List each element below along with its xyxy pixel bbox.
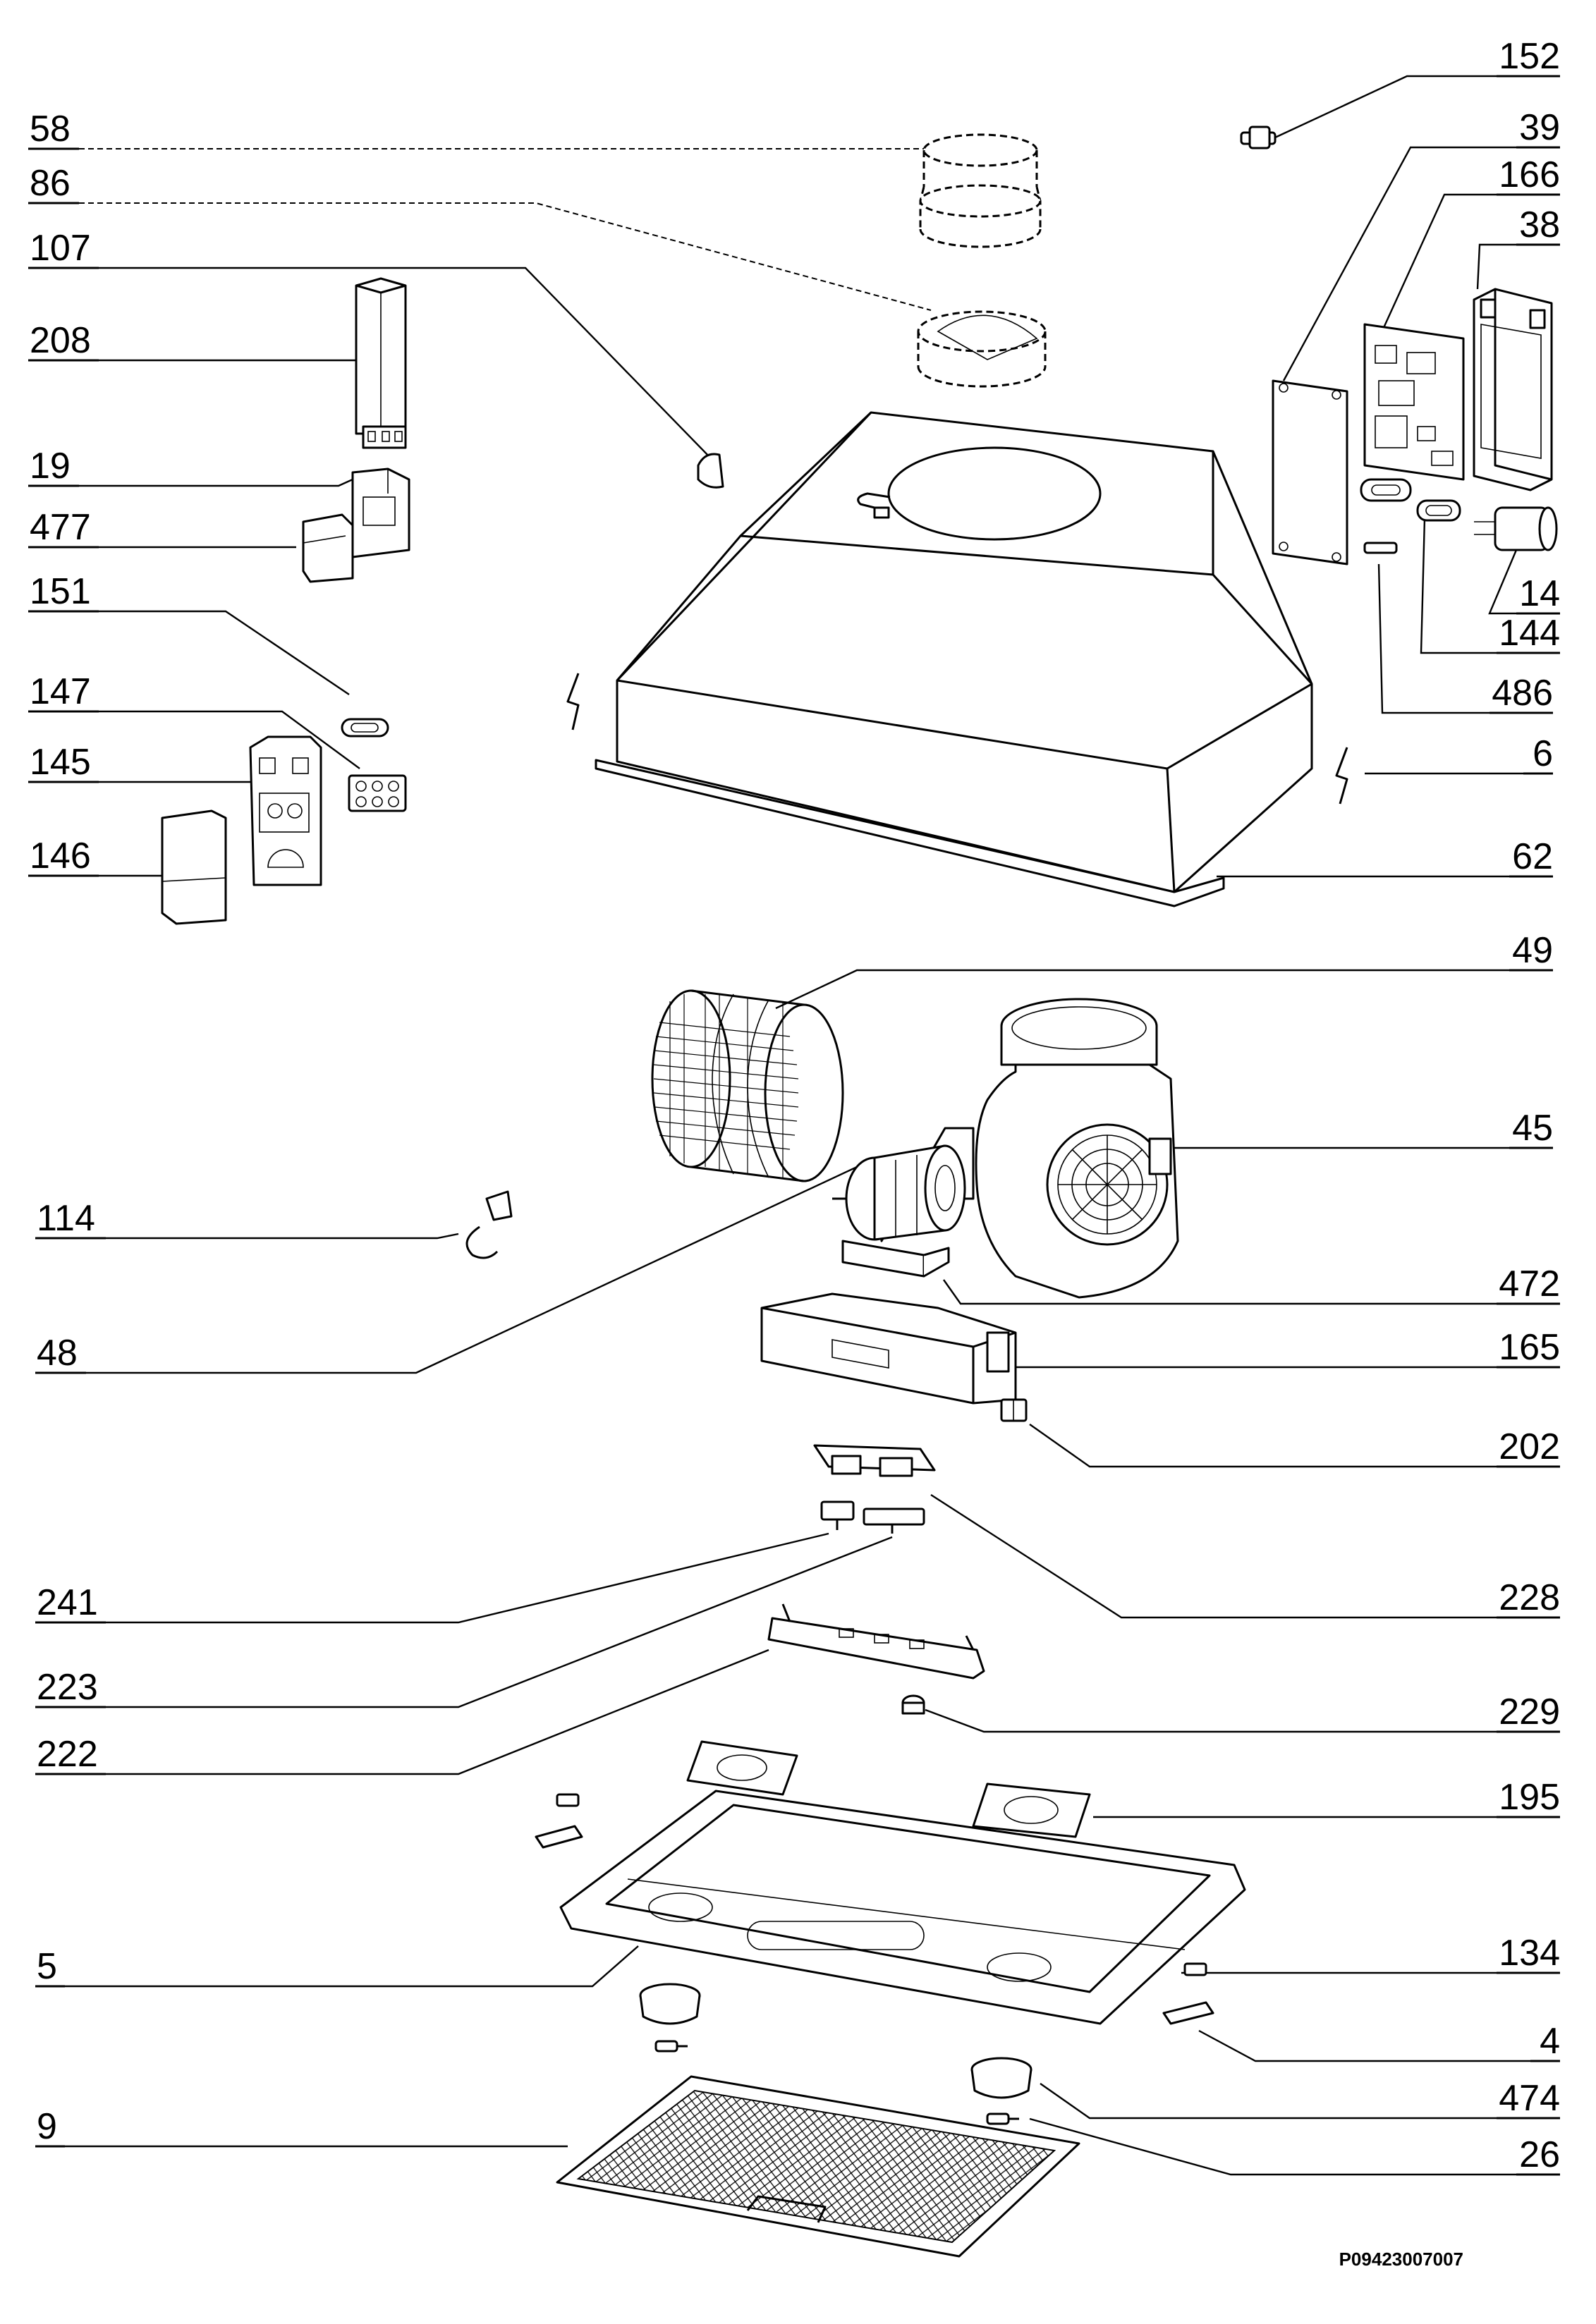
part-49-impeller: [651, 989, 844, 1182]
part-195-lamp-holder: [686, 1740, 1091, 1838]
part-208-transformer: [355, 277, 407, 449]
callout-208: 208: [30, 320, 91, 361]
part-223-button-strip: [863, 1507, 925, 1534]
callout-152: 152: [1499, 36, 1560, 77]
part-19-terminal-cover: [351, 467, 410, 558]
callout-49: 49: [1512, 930, 1553, 971]
callout-477: 477: [30, 507, 91, 548]
callout-62: 62: [1512, 836, 1553, 877]
callout-202: 202: [1499, 1426, 1560, 1467]
callout-228: 228: [1499, 1577, 1560, 1618]
part-62-hood-body: [595, 411, 1313, 907]
callout-146: 146: [30, 836, 91, 876]
callout-38: 38: [1519, 204, 1560, 245]
part-6-clip: [566, 673, 1348, 805]
part-147-terminal-block: [348, 774, 407, 812]
callout-26: 26: [1519, 2134, 1560, 2175]
leader-lines: [65, 75, 1530, 2176]
part-241-button: [820, 1500, 855, 1530]
callout-39: 39: [1519, 107, 1560, 148]
part-152-clip: [1240, 126, 1277, 149]
part-146-cover: [161, 809, 227, 925]
part-145-switch-holder: [249, 735, 322, 886]
callout-222: 222: [37, 1734, 98, 1775]
part-4-clip: [1162, 2001, 1214, 2025]
callout-241: 241: [37, 1582, 98, 1623]
callout-147: 147: [30, 671, 91, 712]
callout-4: 4: [1540, 2021, 1560, 2062]
callout-223: 223: [37, 1667, 98, 1708]
drawing-code: P09423007007: [1339, 2249, 1463, 2270]
callout-151: 151: [30, 571, 91, 612]
part-202-switch: [1000, 1398, 1028, 1422]
callout-114: 114: [37, 1198, 95, 1239]
callout-472: 472: [1499, 1264, 1560, 1304]
part-14-capacitor: [1474, 506, 1558, 551]
part-107-clip: [697, 453, 724, 489]
callout-labels: 58 86 107 208 19 477 151 147 145 146 114…: [28, 36, 1560, 2270]
callout-486: 486: [1492, 673, 1553, 714]
part-144-grommet: [1360, 478, 1461, 522]
part-472-bracket: [841, 1240, 950, 1278]
part-38-control-housing: [1473, 288, 1553, 491]
callout-145: 145: [30, 742, 91, 783]
callout-86: 86: [30, 163, 71, 204]
callout-14: 14: [1519, 573, 1560, 614]
part-477-cover: [302, 513, 354, 583]
part-166-circuit-board: [1363, 323, 1465, 481]
callout-58: 58: [30, 109, 71, 149]
part-165-lamp-housing: [760, 1292, 1017, 1405]
part-486-fuse: [1363, 542, 1398, 554]
part-58-duct-adapter: [919, 133, 1042, 248]
callout-45: 45: [1512, 1108, 1553, 1149]
callout-166: 166: [1499, 154, 1560, 195]
part-228-switch-board: [813, 1444, 936, 1477]
part-39-cover-panel: [1272, 379, 1348, 565]
callout-6: 6: [1533, 733, 1553, 774]
part-86-non-return-valve: [917, 310, 1047, 388]
part-5-front-frame: [559, 1790, 1246, 2025]
callout-134: 134: [1499, 1933, 1560, 1974]
callout-144: 144: [1499, 613, 1560, 654]
callout-9: 9: [37, 2106, 57, 2147]
part-151-grommet: [341, 718, 389, 738]
callout-474: 474: [1499, 2078, 1560, 2119]
callout-165: 165: [1499, 1327, 1560, 1368]
part-45-blower-housing: [975, 998, 1179, 1299]
part-474-lamp: [639, 1983, 1032, 2099]
callout-48: 48: [37, 1333, 78, 1374]
callout-229: 229: [1499, 1692, 1560, 1732]
part-9-grease-filter: [556, 2075, 1080, 2258]
part-229-knob: [901, 1694, 925, 1715]
part-222-button-frame: [767, 1603, 985, 1680]
part-114-cable-clip: [465, 1190, 513, 1259]
callout-195: 195: [1499, 1777, 1560, 1818]
part-134-clip: [535, 1793, 1207, 1976]
callout-107: 107: [30, 228, 91, 269]
callout-19: 19: [30, 446, 71, 487]
callout-5: 5: [37, 1946, 57, 1987]
part-48-motor: [832, 1127, 975, 1242]
part-26-bulb: [654, 2040, 1019, 2125]
